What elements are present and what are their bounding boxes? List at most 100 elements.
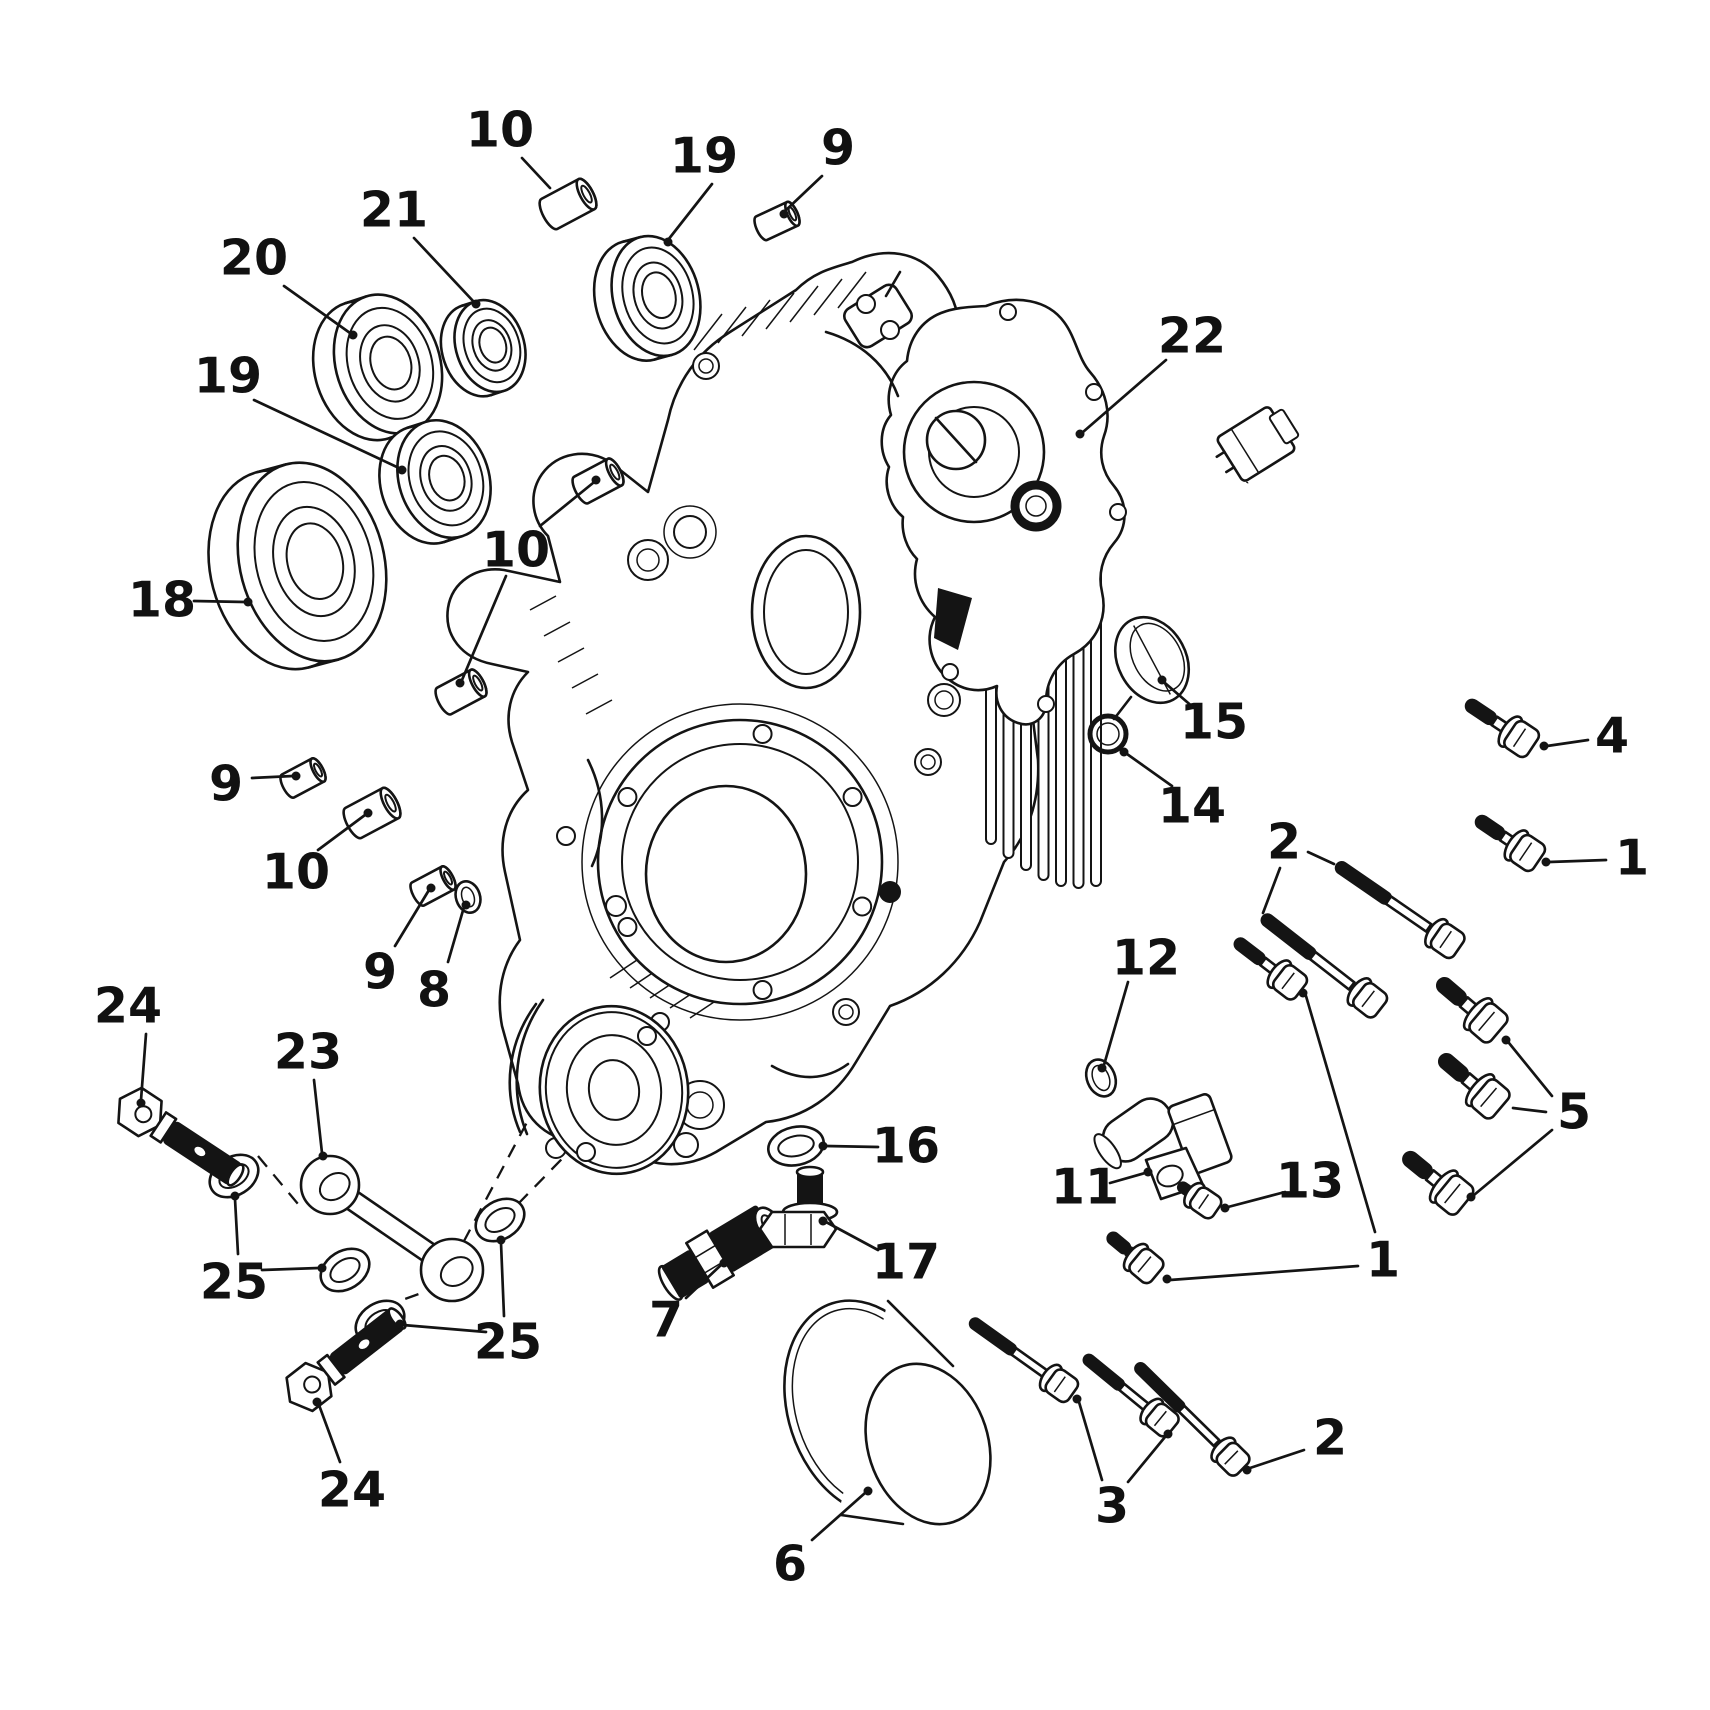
washer-16 (767, 1125, 825, 1167)
callout-leaders (136, 156, 1608, 1542)
oring-12 (1084, 1058, 1118, 1098)
leader-line-6 (810, 1491, 867, 1542)
leader-line-19 (252, 398, 401, 470)
part-number-label-25: 25 (200, 1254, 268, 1311)
part-number-label-14: 14 (1158, 778, 1226, 835)
leader-line-12 (1102, 980, 1130, 1067)
bolt-4 (1464, 698, 1541, 759)
oil-dipstick (1087, 615, 1191, 755)
bolt-2a (1334, 860, 1466, 960)
leader-line-20 (282, 284, 352, 335)
leader-line-9 (250, 774, 295, 780)
leader-line-11 (1108, 1171, 1147, 1185)
leader-line-25 (260, 1266, 321, 1272)
part-number-label-23: 23 (274, 1024, 342, 1081)
dowel-pin-10a (538, 177, 598, 231)
part-number-label-4: 4 (1595, 708, 1629, 765)
leader-line-9 (393, 888, 431, 948)
leader-line-10 (316, 813, 367, 852)
bolt-2mid (1260, 913, 1389, 1019)
part-number-label-16: 16 (872, 1118, 940, 1175)
bearing-20 (311, 293, 444, 442)
part-number-label-24: 24 (318, 1462, 386, 1519)
leader-line-8 (446, 905, 466, 964)
part-number-label-18: 18 (128, 572, 196, 629)
part-number-label-10: 10 (482, 522, 550, 579)
leader-line-9 (782, 174, 824, 214)
dowel-pin-9a (753, 200, 801, 242)
bolt-1c (1233, 937, 1309, 1001)
part-number-label-8: 8 (417, 962, 451, 1019)
crankshaft-position-sensor (1093, 1093, 1233, 1201)
part-number-label-10: 10 (466, 102, 534, 159)
leader-line-2 (1306, 850, 1336, 866)
part-number-label-9: 9 (821, 120, 855, 177)
leader-line-4 (1545, 738, 1590, 748)
pump-cover-face (902, 380, 1062, 532)
washer-25b (319, 1247, 371, 1293)
bolt-13 (1176, 1181, 1223, 1220)
part-number-label-7: 7 (649, 1292, 683, 1349)
dipstick-knob (1113, 615, 1191, 705)
part-number-label-15: 15 (1180, 694, 1248, 751)
oil-filter-6 (783, 1299, 992, 1526)
sensor-cable (1146, 481, 1249, 1106)
leader-line-24 (139, 1032, 148, 1102)
dowel-pin-10c (434, 668, 488, 716)
bolt-5b (1437, 1053, 1511, 1120)
bolt-3a (968, 1317, 1080, 1404)
leader-line-24 (317, 1403, 342, 1464)
part-number-label-17: 17 (872, 1234, 940, 1291)
leader-line-22 (1081, 358, 1168, 434)
part-number-label-5: 5 (1557, 1084, 1591, 1141)
part-number-label-9: 9 (363, 944, 397, 1001)
part-number-label-12: 12 (1112, 930, 1180, 987)
leader-line-2 (1261, 866, 1282, 915)
leader-line-13 (1226, 1190, 1287, 1209)
leader-line-10 (538, 481, 595, 528)
leader-line-18 (192, 599, 247, 604)
bolt-5c (1402, 1150, 1475, 1216)
leader-line-19 (666, 182, 714, 242)
part-number-label-25: 25 (474, 1314, 542, 1371)
leader-line-17 (824, 1220, 880, 1252)
leader-line-1 (1168, 1264, 1360, 1282)
leader-line-21 (412, 236, 476, 304)
leader-line-10 (520, 156, 552, 190)
cable-connector-plug (1215, 406, 1300, 482)
leader-line-5 (1511, 1106, 1548, 1114)
bolt-3b (1082, 1353, 1180, 1438)
leader-line-15 (1163, 681, 1196, 710)
bolt-1a (1474, 814, 1547, 873)
chain-cover-disc (508, 998, 690, 1176)
bearing-21 (439, 298, 527, 398)
leader-line-5 (1472, 1128, 1554, 1197)
part-number-label-1: 1 (1615, 830, 1649, 887)
leader-line-14 (1125, 752, 1174, 788)
part-number-label-11: 11 (1051, 1159, 1119, 1216)
part-number-label-2: 2 (1267, 814, 1301, 871)
leader-line-7 (684, 1263, 723, 1300)
part-number-label-22: 22 (1158, 308, 1226, 365)
crankcase-cover (446, 251, 1127, 1176)
leader-line-5 (1507, 1041, 1554, 1098)
leader-line-2 (1248, 1448, 1306, 1470)
leader-line-1 (1304, 994, 1377, 1234)
banjo-bolt-24b (285, 1307, 407, 1413)
leader-line-16 (824, 1144, 880, 1149)
leader-line-3 (1126, 1435, 1167, 1484)
part-number-label-6: 6 (773, 1536, 807, 1593)
banjo-bolt-24a (117, 1086, 245, 1187)
bushing-9b (279, 757, 327, 799)
leader-line-23 (312, 1078, 324, 1155)
leader-line-1 (1547, 858, 1608, 864)
leader-line-3 (1077, 1400, 1104, 1482)
bearing-18 (207, 461, 388, 671)
part-number-label-24: 24 (94, 978, 162, 1035)
part-number-label-13: 13 (1276, 1153, 1344, 1210)
part-number-label-9: 9 (209, 756, 243, 813)
oil-drain-bolt-17 (758, 1165, 839, 1249)
